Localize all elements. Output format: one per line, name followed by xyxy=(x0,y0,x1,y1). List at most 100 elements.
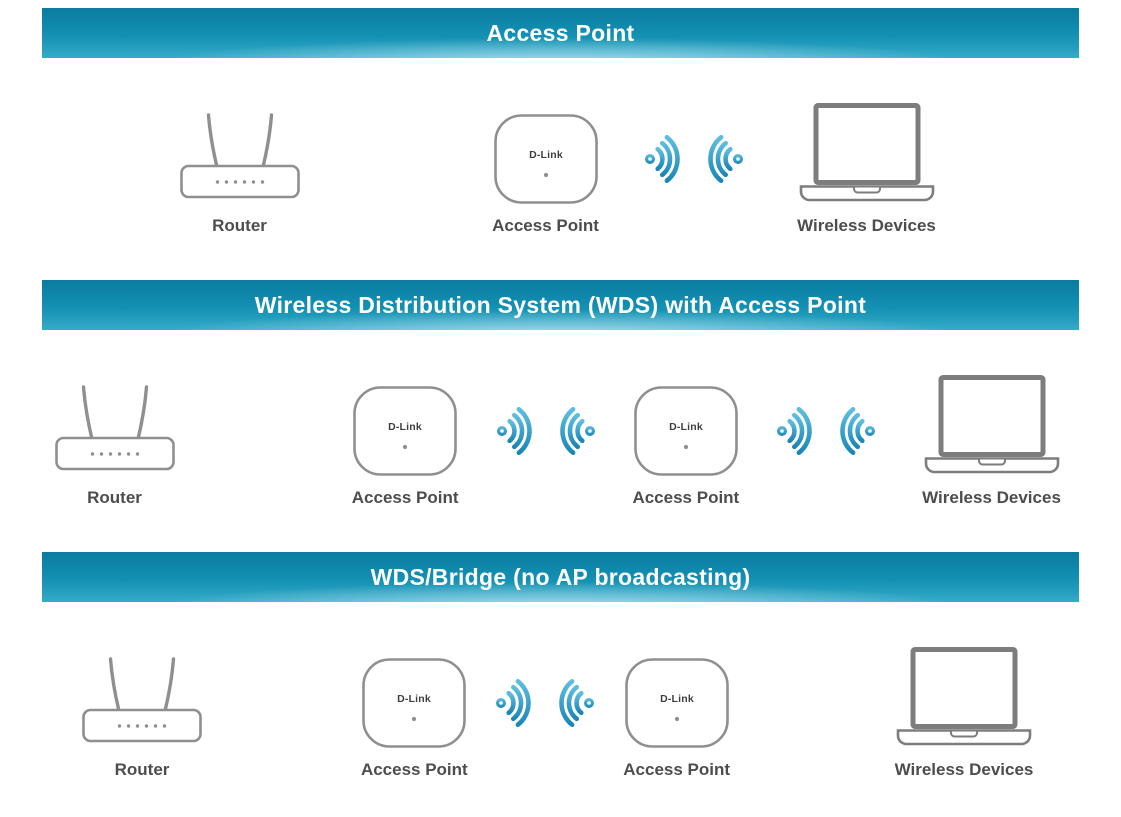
router-icon xyxy=(54,385,175,471)
device-access-point: D-Link Access Point xyxy=(492,94,600,236)
router-antenna-left xyxy=(81,385,94,441)
wifi-link xyxy=(740,366,913,478)
device-label: Wireless Devices xyxy=(797,216,936,235)
device-laptop: Wireless Devices xyxy=(788,94,946,236)
dlink-brand-text: D-Link xyxy=(397,693,431,705)
section-title: Access Point xyxy=(486,19,635,46)
wifi-waves-icon xyxy=(496,407,595,455)
access-point-icon-wrap: D-Link xyxy=(623,638,731,750)
router-led-dots xyxy=(117,724,167,728)
topology-row: Router D-Link Access Point D-Link Acc xyxy=(78,638,1043,780)
device-label: Access Point xyxy=(360,760,468,779)
section-banner: WDS/Bridge (no AP broadcasting) xyxy=(42,552,1079,602)
access-point-icon-wrap: D-Link xyxy=(492,94,600,206)
access-point-icon: D-Link xyxy=(624,658,729,748)
dlink-brand-text: D-Link xyxy=(529,149,563,161)
wifi-wave-emitting xyxy=(496,679,532,727)
access-point-led xyxy=(412,716,417,722)
dashed-cable-icon xyxy=(212,428,318,434)
laptop-notch xyxy=(852,185,881,194)
laptop-icon-wrap xyxy=(788,94,946,206)
dashed-cable-icon xyxy=(345,156,450,162)
section-title: WDS/Bridge (no AP broadcasting) xyxy=(370,563,751,590)
device-router: Router xyxy=(176,94,304,236)
ethernet-link xyxy=(206,638,360,750)
ethernet-link xyxy=(304,94,492,206)
router-icon xyxy=(179,113,300,199)
router-led-dots xyxy=(90,452,139,456)
wifi-wave-receiving xyxy=(559,407,595,455)
router-led-dots xyxy=(215,180,264,184)
access-point-body xyxy=(493,114,598,204)
router-antenna-left xyxy=(108,657,121,713)
wifi-waves-icon xyxy=(644,135,743,183)
wifi-wave-receiving xyxy=(707,135,743,183)
laptop-icon xyxy=(924,375,1059,474)
wifi-link xyxy=(468,638,622,750)
access-point-icon: D-Link xyxy=(493,114,598,204)
access-point-icon-wrap: D-Link xyxy=(360,638,468,750)
dlink-brand-text: D-Link xyxy=(388,421,422,433)
section-banner: Access Point xyxy=(42,8,1079,58)
device-laptop: Wireless Devices xyxy=(913,366,1071,508)
access-point-icon-wrap: D-Link xyxy=(351,366,459,478)
device-label: Access Point xyxy=(351,488,459,507)
wifi-wave-emitting xyxy=(644,135,680,183)
access-point-icon: D-Link xyxy=(353,386,457,476)
access-point-icon-wrap: D-Link xyxy=(632,366,740,478)
router-antenna-right xyxy=(163,657,176,713)
wifi-wave-emitting xyxy=(777,407,812,455)
router-body xyxy=(82,708,202,743)
laptop-notch xyxy=(949,729,978,738)
section-banner: Wireless Distribution System (WDS) with … xyxy=(42,280,1079,330)
device-access-point: D-Link Access Point xyxy=(632,366,740,508)
device-label: Router xyxy=(212,216,267,235)
device-access-point: D-Link Access Point xyxy=(351,366,459,508)
router-body xyxy=(54,436,175,471)
wifi-wave-emitting xyxy=(496,407,532,455)
device-label: Access Point xyxy=(492,216,599,235)
wifi-link xyxy=(600,94,788,206)
wifi-waves-icon xyxy=(496,679,595,727)
dlink-brand-text: D-Link xyxy=(669,421,703,433)
router-antenna-right xyxy=(135,385,148,441)
topology-row: Router D-Link Access Point D-Link Acc xyxy=(51,366,1071,508)
device-label: Wireless Devices xyxy=(894,760,1034,779)
device-label: Router xyxy=(114,760,170,779)
access-point-led xyxy=(674,716,679,722)
access-point-led xyxy=(403,444,408,450)
router-icon-wrap xyxy=(176,94,304,206)
dashed-cable-icon xyxy=(755,700,861,706)
wifi-wave-receiving xyxy=(559,679,595,727)
router-body xyxy=(179,164,300,199)
laptop-screen xyxy=(910,647,1018,729)
access-point-body xyxy=(624,658,729,748)
dlink-brand-text: D-Link xyxy=(660,693,694,705)
access-point-led xyxy=(683,444,688,450)
access-point-icon: D-Link xyxy=(362,658,467,748)
router-icon-wrap xyxy=(78,638,206,750)
device-router: Router xyxy=(51,366,179,508)
router-icon xyxy=(82,657,202,743)
dashed-cable-icon xyxy=(230,700,336,706)
device-laptop: Wireless Devices xyxy=(885,638,1043,780)
device-label: Router xyxy=(87,488,142,507)
access-point-body xyxy=(353,386,457,476)
topology-row: Router D-Link Access Point Wireless xyxy=(176,94,946,236)
router-antenna-right xyxy=(260,113,273,169)
ethernet-light-link xyxy=(731,638,885,750)
laptop-notch xyxy=(977,457,1006,466)
access-point-body xyxy=(634,386,738,476)
device-label: Wireless Devices xyxy=(922,488,1061,507)
access-point-led xyxy=(543,172,548,178)
ethernet-link xyxy=(179,366,352,478)
laptop-icon-wrap xyxy=(885,638,1043,750)
laptop-screen xyxy=(938,375,1046,457)
device-label: Access Point xyxy=(632,488,740,507)
router-icon-wrap xyxy=(51,366,179,478)
device-access-point: D-Link Access Point xyxy=(623,638,731,780)
wifi-wave-receiving xyxy=(840,407,876,455)
router-antenna-left xyxy=(206,113,219,169)
section-title: Wireless Distribution System (WDS) with … xyxy=(254,291,867,318)
laptop-icon-wrap xyxy=(913,366,1071,478)
